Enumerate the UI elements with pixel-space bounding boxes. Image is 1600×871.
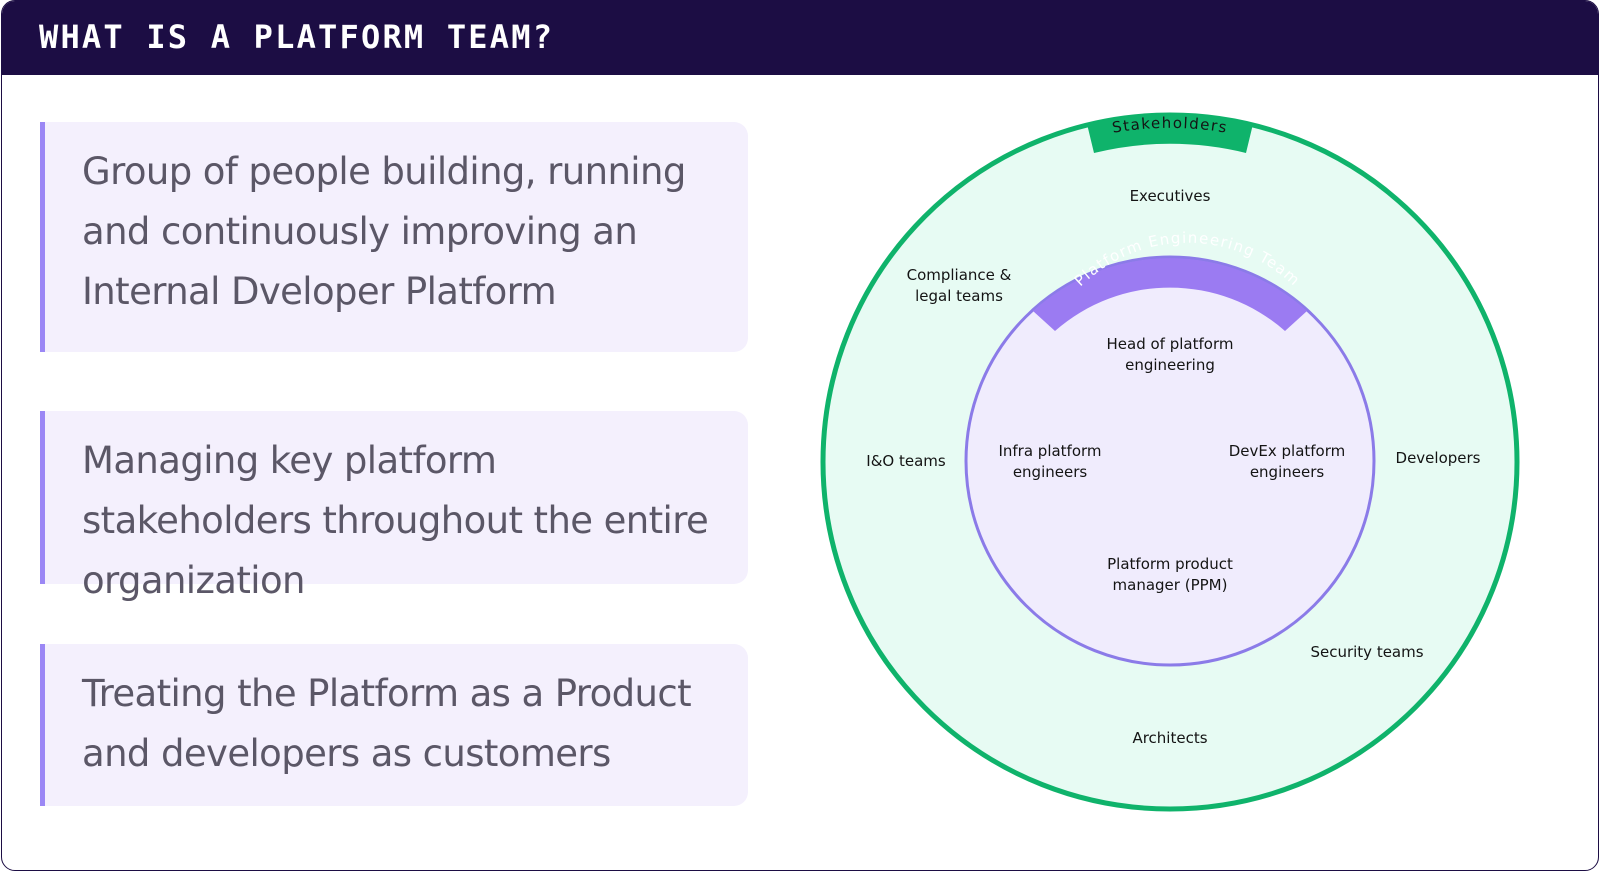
definition-card-stakeholders: Managing key platform stakeholders throu… xyxy=(40,411,748,602)
stakeholder-architects: Architects xyxy=(1132,729,1207,747)
stakeholders-badge xyxy=(1087,113,1253,153)
definition-card-building: Group of people building, running and co… xyxy=(40,122,748,352)
stakeholder-compliance-line1: Compliance & xyxy=(907,266,1012,284)
team-infra-line1: Infra platform xyxy=(998,442,1101,460)
stakeholder-developers: Developers xyxy=(1396,449,1481,467)
team-head-line2: engineering xyxy=(1125,356,1215,374)
svg-text:Stakeholders: Stakeholders xyxy=(1111,114,1229,137)
stakeholder-compliance-line2: legal teams xyxy=(915,287,1003,305)
team-ppm-line1: Platform product xyxy=(1107,555,1233,573)
definition-card-product: Treating the Platform as a Product and d… xyxy=(40,644,748,806)
team-devex-line1: DevEx platform xyxy=(1229,442,1346,460)
card-text: Managing key platform stakeholders throu… xyxy=(82,439,709,602)
page-title: WHAT IS A PLATFORM TEAM? xyxy=(39,18,555,56)
card-text: Group of people building, running and co… xyxy=(82,150,686,313)
stakeholder-executives: Executives xyxy=(1130,187,1211,205)
card-text: Treating the Platform as a Product and d… xyxy=(82,672,692,775)
header-bar: WHAT IS A PLATFORM TEAM? xyxy=(2,1,1598,75)
platform-team-badge xyxy=(1033,258,1307,331)
team-ppm-line2: manager (PPM) xyxy=(1113,576,1228,594)
platform-team-circle xyxy=(964,255,1376,667)
stakeholders-badge-label: Stakeholders xyxy=(1111,114,1228,137)
team-devex-line2: engineers xyxy=(1250,463,1325,481)
team-infra-line2: engineers xyxy=(1013,463,1088,481)
team-head-line1: Head of platform xyxy=(1107,335,1234,353)
stakeholder-security-teams: Security teams xyxy=(1310,643,1423,661)
stakeholder-io-teams: I&O teams xyxy=(866,452,946,470)
